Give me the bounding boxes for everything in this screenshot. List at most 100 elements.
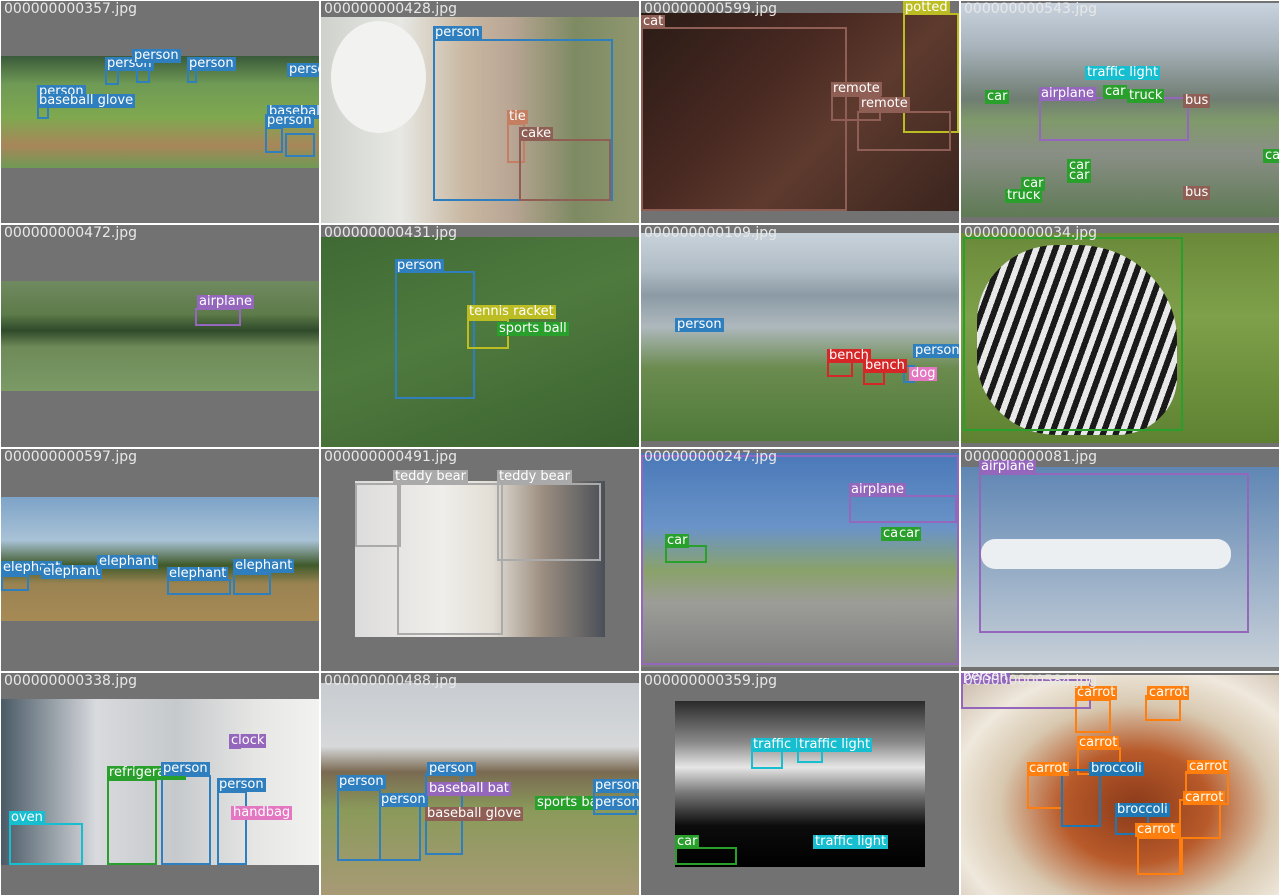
detection-label: carrot (1135, 822, 1178, 837)
detection-box (167, 579, 231, 595)
detection-box (265, 127, 283, 153)
detection-box (379, 803, 421, 861)
filename-label: 000000000491.jpg (324, 449, 457, 465)
balloon-shape (331, 21, 426, 133)
filename-label: 000000000488.jpg (324, 673, 457, 689)
detection-box (1061, 769, 1101, 827)
detection-label: person (593, 796, 639, 810)
detection-label: airplane (197, 294, 254, 309)
detection-label: car (1021, 176, 1046, 191)
image-tile: 000000000338.jpg clock refrigerator pers… (1, 673, 319, 895)
detection-label: traffic light (797, 737, 873, 752)
detection-label: sports ball (497, 321, 569, 336)
detection-box (979, 473, 1249, 633)
detection-label: carrot (1077, 735, 1120, 750)
detection-label: teddy bear (497, 469, 572, 484)
detection-box (507, 123, 525, 163)
filename-label: 000000000034.jpg (964, 225, 1097, 241)
propeller-plane-photo (641, 453, 959, 667)
detection-label: person (433, 25, 482, 40)
detection-box (751, 749, 783, 769)
detection-label: person (187, 56, 236, 71)
detection-box (355, 483, 401, 547)
detection-label: airplane (1039, 86, 1096, 101)
detection-label: remote (859, 96, 910, 111)
detection-label: carrot (1075, 685, 1118, 700)
detection-label: potted (903, 1, 950, 15)
filename-label: 000000000543.jpg (964, 1, 1097, 17)
detection-box (1, 575, 29, 591)
detection-label: traffic light (813, 834, 889, 849)
detection-box (187, 69, 197, 83)
detection-label: truck (1127, 88, 1165, 103)
detection-box (395, 271, 475, 399)
detection-label: car (897, 526, 922, 541)
detection-label: bench (827, 348, 871, 363)
detection-label: person (427, 761, 476, 776)
detection-label: traffic light (1085, 65, 1161, 80)
detection-box (849, 495, 957, 523)
image-tile: 000000000584.jpg carrot carrot carrot ca… (961, 673, 1279, 895)
detection-box (1179, 799, 1221, 839)
filename-label: 000000000109.jpg (644, 225, 777, 241)
detection-label: baseball glove (425, 806, 524, 821)
detection-label: car (675, 834, 700, 849)
detection-label: person (132, 48, 181, 63)
filename-label: 000000000584.jpg (964, 673, 1097, 689)
tennis-court-photo (321, 237, 639, 447)
detection-label: carrot (1027, 761, 1070, 776)
filename-label: 000000000472.jpg (4, 225, 137, 241)
kitchen-photo (1, 699, 319, 865)
detection-box (827, 361, 853, 377)
detection-box (857, 111, 951, 151)
detection-label: dog (909, 366, 938, 381)
detection-label: truck (1005, 188, 1043, 203)
filename-label: 000000000357.jpg (4, 1, 137, 17)
zebra-shape (977, 245, 1177, 435)
detection-label: oven (9, 810, 45, 825)
detection-label: bench (863, 358, 907, 373)
image-tile: 000000000431.jpg person tennis racket sp… (321, 225, 639, 447)
carrot-dish-photo (961, 675, 1279, 895)
detection-label: cat (641, 14, 666, 29)
detection-box (195, 308, 241, 326)
detection-label: car (985, 89, 1010, 104)
detection-box (397, 483, 503, 635)
image-tile: 000000000599.jpg cat potted remote remot… (641, 1, 959, 223)
detection-box (641, 455, 959, 665)
detection-label: bus (1183, 93, 1211, 108)
filename-label: 000000000431.jpg (324, 225, 457, 241)
filename-label: 000000000247.jpg (644, 449, 777, 465)
detection-label: clock (229, 733, 267, 748)
image-tile: 000000000472.jpg airplane (1, 225, 319, 447)
detection-box (9, 823, 83, 865)
filename-label: 000000000597.jpg (4, 449, 137, 465)
detection-label: sports ball (535, 795, 607, 810)
detection-label: elephant (41, 564, 103, 579)
detection-label: person (217, 777, 266, 792)
detection-label: bus (1183, 185, 1211, 200)
detection-label: elephant (233, 558, 295, 573)
image-tile: 000000000081.jpg airplane (961, 449, 1279, 671)
detection-box (233, 573, 271, 595)
image-tile: 000000000488.jpg person person person ba… (321, 673, 639, 895)
detection-label: carrot (1147, 685, 1190, 700)
detection-label: car (1263, 149, 1279, 163)
detection-label: carrot (1187, 759, 1230, 774)
detection-label: car (1067, 168, 1092, 183)
detection-label: person (961, 673, 1010, 684)
filename-label: 000000000081.jpg (964, 449, 1097, 465)
image-tile: 000000000247.jpg airplane car car car (641, 449, 959, 671)
detection-label: airplane (979, 459, 1036, 474)
detection-box (161, 775, 211, 865)
detection-box (1137, 837, 1183, 875)
detection-box (105, 69, 119, 85)
detection-label: person (337, 774, 386, 789)
detection-label: person (287, 63, 319, 77)
detection-box (217, 791, 247, 865)
detection-box (285, 133, 315, 157)
detection-label: person (161, 761, 210, 776)
detection-label: handbag (231, 805, 293, 820)
detection-label: elephant (97, 554, 159, 569)
